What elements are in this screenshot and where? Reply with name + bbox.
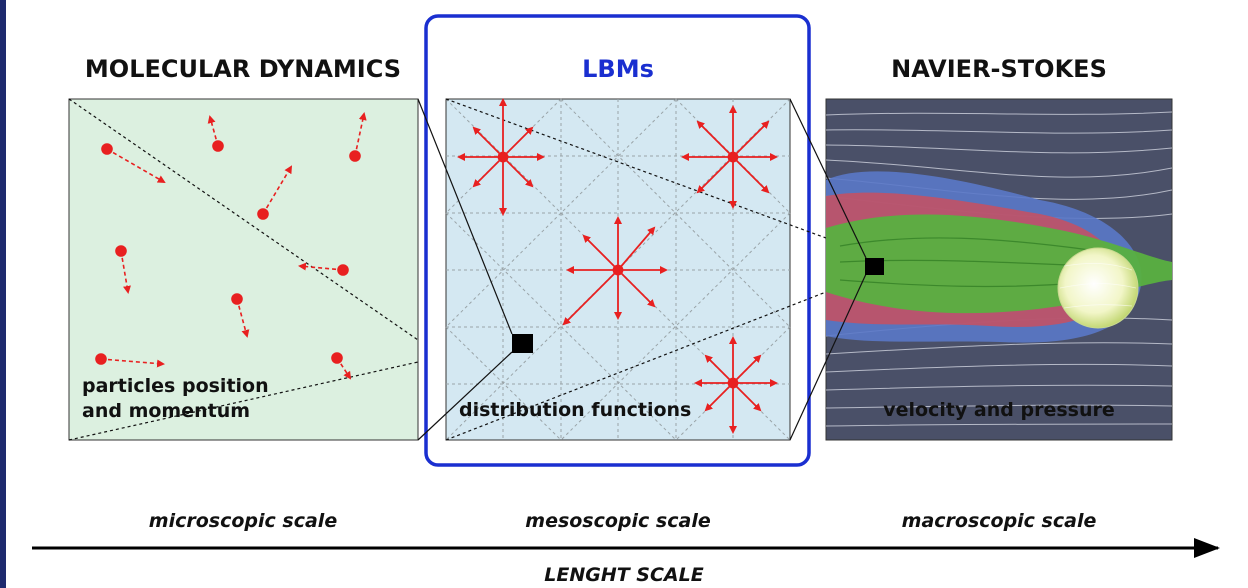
lbm-panel-label: distribution functions	[459, 399, 692, 421]
star-d2q9	[694, 336, 778, 434]
molecular-panel-label: particles position and momentum	[82, 374, 269, 424]
zoom-marker-md	[512, 334, 533, 353]
molecular-label-line1: particles position	[82, 375, 269, 397]
navier-stokes-heading: NAVIER-STOKES	[891, 55, 1107, 83]
navier-panel-label: velocity and pressure	[883, 399, 1115, 421]
macroscopic-scale-label: macroscopic scale	[901, 510, 1097, 532]
lbm-highlight-frame	[424, 14, 811, 467]
microscopic-scale-label: microscopic scale	[148, 510, 338, 532]
star-d2q9	[681, 105, 778, 209]
mesoscopic-scale-label: mesoscopic scale	[525, 510, 711, 532]
star-d2q9	[457, 98, 545, 216]
molecular-label-line2: and momentum	[82, 400, 251, 422]
distribution-stars	[457, 98, 778, 434]
zoom-connectors	[417, 98, 867, 441]
sphere-obstacle	[1057, 247, 1139, 329]
particles	[95, 112, 367, 380]
star-d2q9	[562, 216, 668, 326]
lbm-heading: LBMs	[582, 55, 654, 83]
length-scale-label: LENGHT SCALE	[544, 564, 704, 586]
zoom-marker-ns	[865, 258, 884, 275]
lbm-panel	[445, 98, 827, 441]
molecular-dynamics-panel	[68, 98, 419, 441]
left-edge-bar	[0, 0, 6, 588]
molecular-dynamics-heading: MOLECULAR DYNAMICS	[84, 55, 402, 83]
